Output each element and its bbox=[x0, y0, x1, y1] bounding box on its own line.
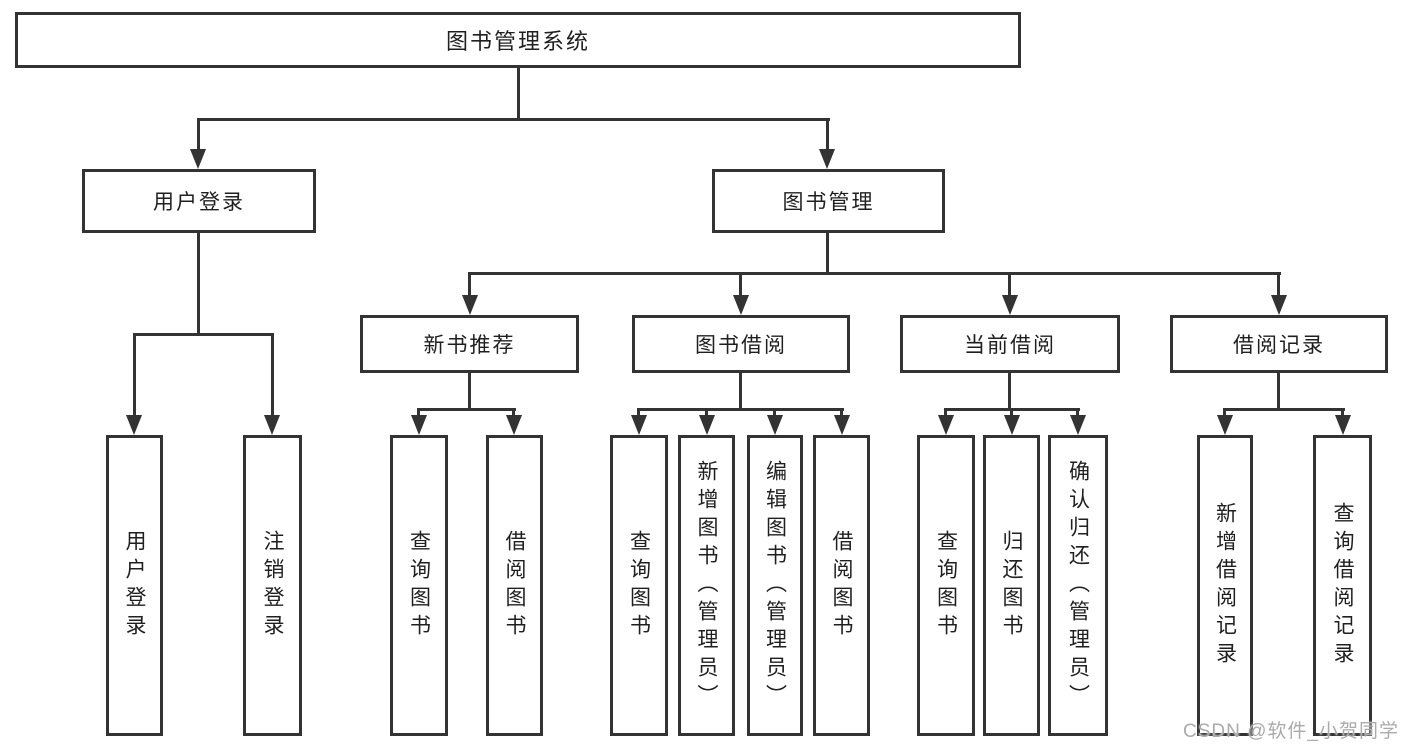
leaf-label: 新增借阅记录 bbox=[1213, 501, 1237, 670]
arrow-down-icon bbox=[1335, 415, 1351, 435]
connector-line bbox=[944, 408, 947, 418]
connector-line bbox=[840, 408, 843, 418]
arrow-down-icon bbox=[699, 415, 715, 435]
arrow-down-icon bbox=[264, 415, 280, 435]
arrow-down-icon bbox=[411, 415, 427, 435]
connector-line bbox=[133, 333, 274, 336]
connector-line bbox=[468, 373, 471, 410]
leaf-add-borrow-record: 新增借阅记录 bbox=[1197, 435, 1253, 736]
arrow-down-icon bbox=[631, 415, 647, 435]
leaf-label: 新增图书（管理员） bbox=[695, 459, 718, 712]
leaf-query-books-2: 查询图书 bbox=[610, 435, 668, 736]
connector-line bbox=[468, 272, 1281, 275]
arrow-down-icon bbox=[1070, 415, 1086, 435]
arrow-down-icon bbox=[506, 415, 522, 435]
node-user-login: 用户登录 bbox=[82, 169, 316, 233]
connector-line bbox=[197, 118, 200, 152]
leaf-label: 查询借阅记录 bbox=[1331, 501, 1354, 670]
connector-line bbox=[1008, 272, 1011, 296]
arrow-down-icon bbox=[819, 149, 835, 169]
leaf-return-book: 归还图书 bbox=[983, 435, 1040, 736]
connector-line bbox=[271, 333, 274, 417]
arrow-down-icon bbox=[1004, 415, 1020, 435]
leaf-borrow-books-1: 借阅图书 bbox=[486, 435, 543, 736]
connector-line bbox=[1341, 408, 1344, 418]
connector-line bbox=[637, 408, 844, 411]
connector-line bbox=[133, 333, 136, 417]
connector-line bbox=[417, 408, 516, 411]
connector-line bbox=[468, 272, 471, 296]
leaf-label: 查询图书 bbox=[407, 529, 431, 642]
node-new-book-recommend: 新书推荐 bbox=[360, 315, 579, 373]
arrow-down-icon bbox=[190, 149, 206, 169]
leaf-label: 借阅图书 bbox=[503, 529, 526, 642]
arrow-down-icon bbox=[834, 415, 850, 435]
connector-line bbox=[739, 272, 742, 296]
leaf-borrow-books-2: 借阅图书 bbox=[813, 435, 870, 736]
connector-line bbox=[197, 118, 830, 121]
connector-line bbox=[197, 233, 200, 336]
leaf-label: 确认归还（管理员） bbox=[1066, 459, 1090, 712]
leaf-logout: 注销登录 bbox=[243, 435, 302, 736]
node-book-borrow: 图书借阅 bbox=[632, 315, 850, 373]
leaf-label: 编辑图书（管理员） bbox=[763, 459, 787, 712]
connector-line bbox=[1010, 408, 1013, 418]
connector-line bbox=[826, 118, 829, 152]
arrow-down-icon bbox=[1271, 295, 1287, 315]
leaf-label: 借阅图书 bbox=[830, 529, 853, 642]
arrow-down-icon bbox=[1002, 295, 1018, 315]
arrow-down-icon bbox=[733, 295, 749, 315]
leaf-user-login: 用户登录 bbox=[106, 435, 163, 736]
connector-line bbox=[739, 373, 742, 410]
connector-line bbox=[1277, 272, 1280, 296]
connector-line bbox=[1008, 373, 1011, 410]
leaf-edit-book-admin: 编辑图书（管理员） bbox=[747, 435, 803, 736]
leaf-label: 查询图书 bbox=[934, 529, 958, 642]
arrow-down-icon bbox=[126, 415, 142, 435]
arrow-down-icon bbox=[767, 415, 783, 435]
connector-line bbox=[1076, 408, 1079, 418]
arrow-down-icon bbox=[938, 415, 954, 435]
connector-line bbox=[1223, 408, 1345, 411]
node-root: 图书管理系统 bbox=[15, 12, 1021, 68]
leaf-label: 用户登录 bbox=[123, 529, 146, 642]
connector-line bbox=[773, 408, 776, 418]
leaf-query-books-1: 查询图书 bbox=[390, 435, 448, 736]
leaf-label: 查询图书 bbox=[627, 529, 651, 642]
arrow-down-icon bbox=[1217, 415, 1233, 435]
node-current-borrow: 当前借阅 bbox=[900, 315, 1120, 373]
leaf-query-borrow-record: 查询借阅记录 bbox=[1313, 435, 1372, 736]
leaf-label: 注销登录 bbox=[261, 529, 284, 642]
leaf-add-book-admin: 新增图书（管理员） bbox=[678, 435, 735, 736]
node-book-management: 图书管理 bbox=[712, 169, 945, 233]
leaf-query-books-3: 查询图书 bbox=[917, 435, 975, 736]
connector-line bbox=[637, 408, 640, 418]
connector-line bbox=[826, 233, 829, 275]
node-borrow-records: 借阅记录 bbox=[1170, 315, 1388, 373]
connector-line bbox=[512, 408, 515, 418]
connector-line bbox=[705, 408, 708, 418]
csdn-watermark: CSDN @软件_小贺同学 bbox=[1183, 721, 1399, 742]
connector-line bbox=[1277, 373, 1280, 410]
connector-line bbox=[417, 408, 420, 418]
leaf-label: 归还图书 bbox=[1000, 529, 1023, 642]
connector-line bbox=[517, 68, 520, 118]
arrow-down-icon bbox=[462, 295, 478, 315]
connector-line bbox=[1223, 408, 1226, 418]
leaf-confirm-return-admin: 确认归还（管理员） bbox=[1048, 435, 1108, 736]
